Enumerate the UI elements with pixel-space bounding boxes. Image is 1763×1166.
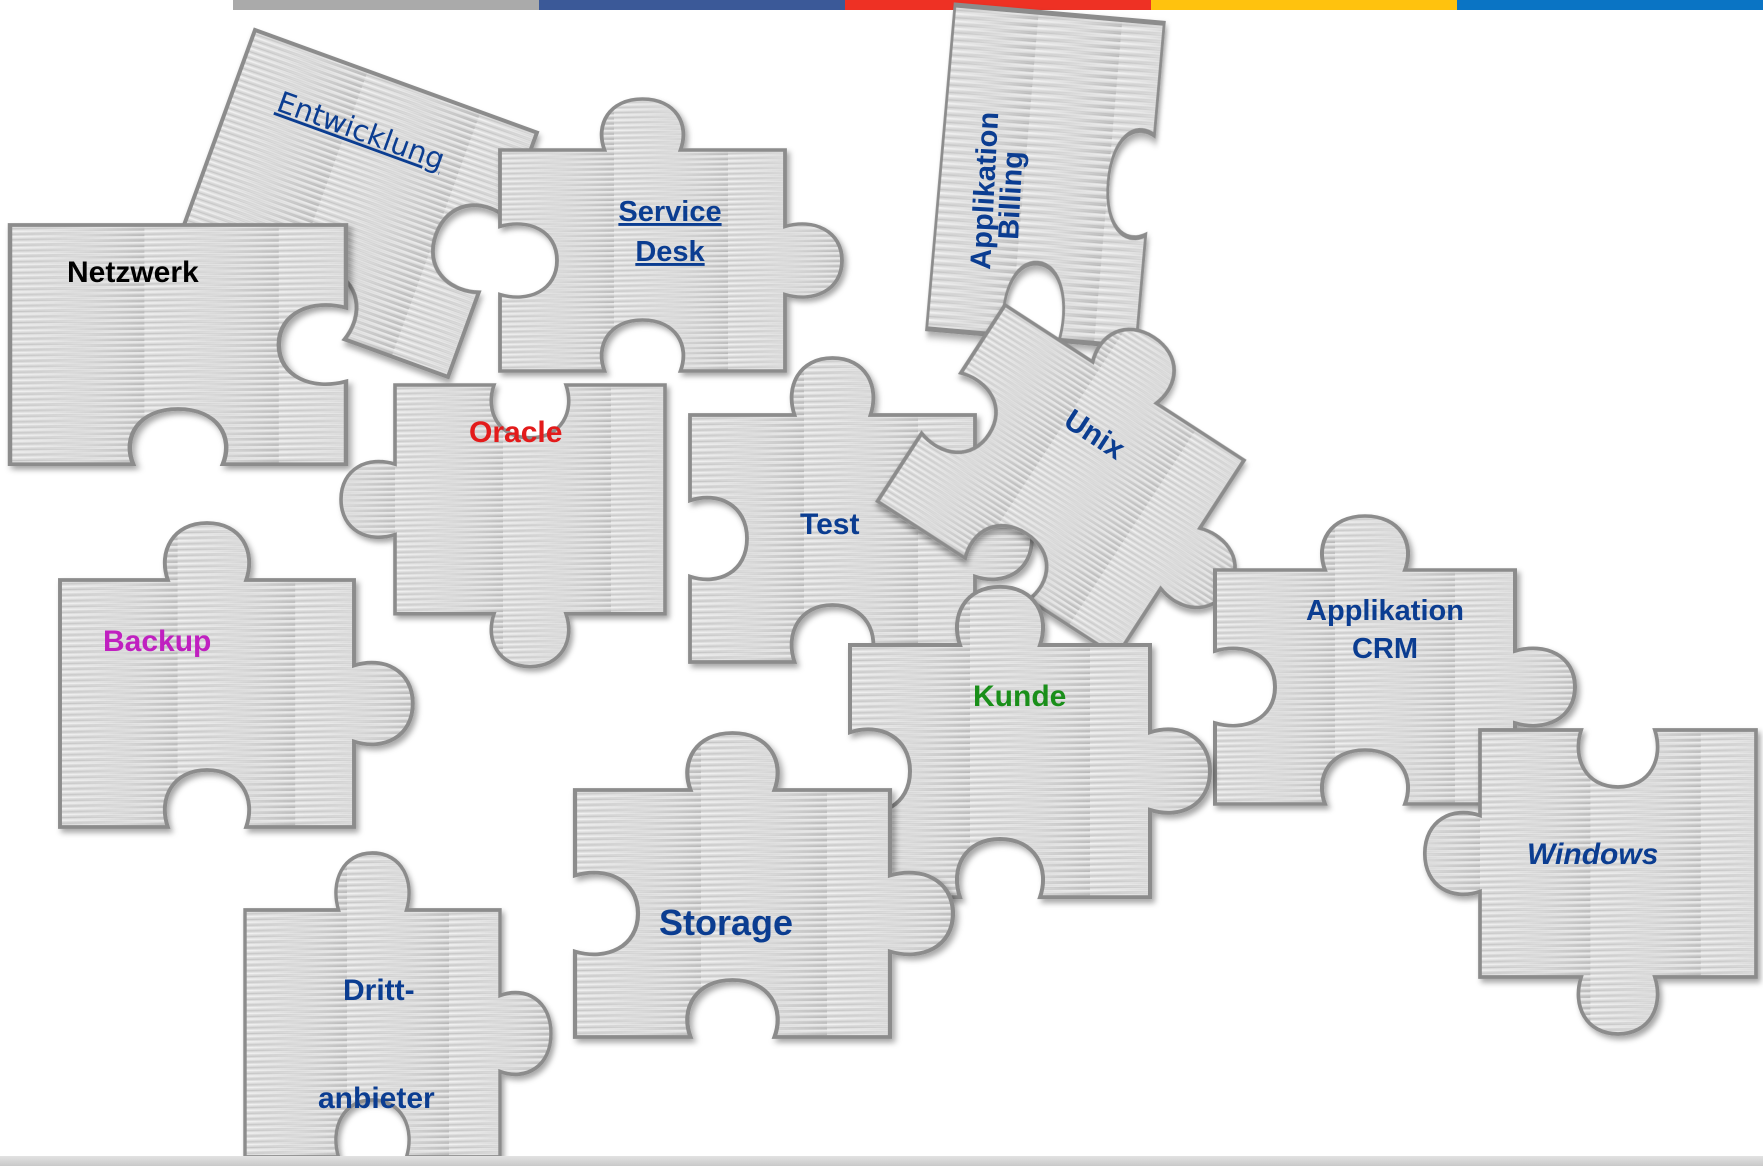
bottom-gray-bar xyxy=(0,1156,1763,1166)
label-test: Test xyxy=(800,508,859,541)
top-bar-segment-gray xyxy=(233,0,539,10)
label-service-desk-line2[interactable]: Desk xyxy=(635,236,705,268)
label-applikation-crm-line2: CRM xyxy=(1352,633,1418,665)
puzzle-piece-service-desk xyxy=(498,97,844,373)
label-backup: Backup xyxy=(103,625,211,658)
label-applikation-billing-line2: Billing xyxy=(993,150,1030,240)
label-oracle: Oracle xyxy=(469,416,562,449)
label-windows: Windows xyxy=(1527,838,1658,871)
top-bar-segment-blue xyxy=(539,0,845,10)
label-drittanbieter-line1: Dritt- xyxy=(343,974,415,1007)
label-kunde: Kunde xyxy=(973,680,1066,713)
top-color-bar xyxy=(233,0,1763,10)
puzzle-piece-backup xyxy=(58,521,415,829)
top-bar-segment-yellow xyxy=(1151,0,1457,10)
puzzle-piece-applikation-billing xyxy=(927,5,1165,347)
top-bar-segment-lightblue xyxy=(1457,0,1763,10)
top-bar-segment-red xyxy=(845,0,1151,10)
label-service-desk-line1[interactable]: Service xyxy=(618,196,721,228)
label-drittanbieter-line2: anbieter xyxy=(318,1082,435,1115)
label-storage: Storage xyxy=(659,902,793,943)
label-applikation-crm-line1: Applikation xyxy=(1306,595,1464,627)
label-netzwerk: Netzwerk xyxy=(67,256,199,289)
puzzle-piece-storage xyxy=(575,733,953,1037)
